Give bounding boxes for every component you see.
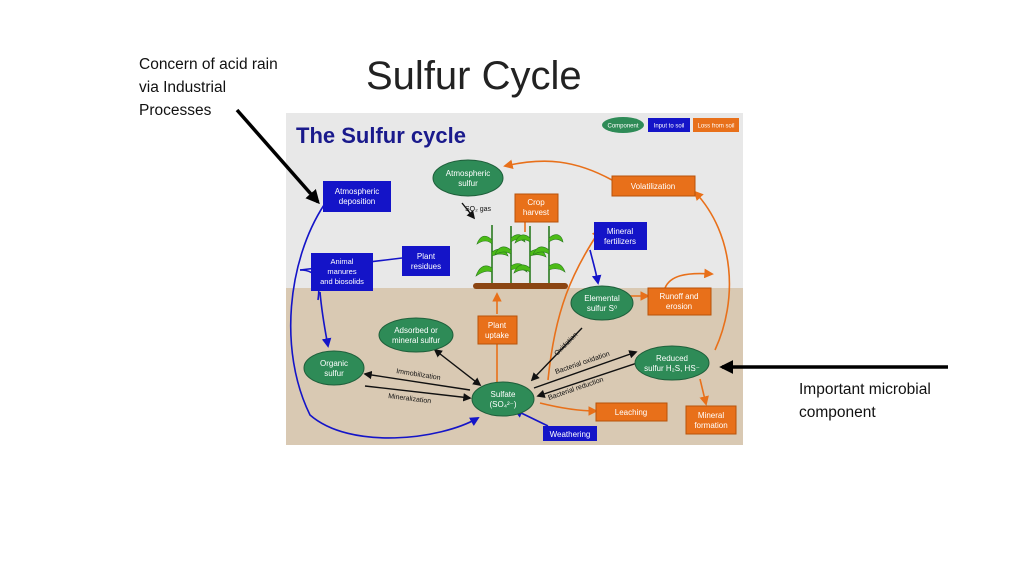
legend-component-swatch xyxy=(602,117,644,133)
immobilization-arrow xyxy=(363,370,471,391)
inputs: Atmospheric deposition Plant residues An… xyxy=(311,181,647,441)
node-label: sulfur xyxy=(324,369,344,378)
node-label: sulfur xyxy=(458,179,478,188)
adsorbed-sulfur-node: Adsorbed or mineral sulfur xyxy=(378,317,454,353)
elemental-sulfur-node: Elemental sulfur S⁰ xyxy=(570,285,634,321)
node-label: (SO₄²⁻) xyxy=(489,400,516,409)
box-label: and biosolids xyxy=(320,277,364,286)
deposition-to-sulfate-arrow xyxy=(289,204,480,439)
leaf xyxy=(548,263,566,273)
sulfate-node: Sulfate (SO₄²⁻) xyxy=(471,381,535,417)
node-label: Elemental xyxy=(584,294,620,303)
leaching-box: Leaching xyxy=(595,402,668,422)
box-label: fertilizers xyxy=(604,237,636,246)
legend-loss-label: Loss from soil xyxy=(697,124,734,130)
node-label: Adsorbed or xyxy=(394,326,438,335)
node-label: mineral sulfur xyxy=(392,336,440,345)
manures-to-organic-arrow xyxy=(319,291,332,348)
animal-manures-box: Animal manures and biosolids xyxy=(311,253,373,291)
microbial-note-line: component xyxy=(799,404,876,421)
so2-gas-label: SO₂ gas xyxy=(465,206,492,213)
sulfate-to-fertilizer-arrow xyxy=(547,228,602,381)
plant-uptake-box: Plant uptake xyxy=(477,315,518,345)
box-label: Plant xyxy=(417,252,436,261)
node-label: Atmospheric xyxy=(446,169,490,178)
acid-rain-note-line: Processes xyxy=(139,102,212,119)
atmospheric-sulfur-node: Atmospheric sulfur xyxy=(432,159,504,197)
losses: Volatilization Crop harvest Runoff and e… xyxy=(477,175,737,435)
box-label: uptake xyxy=(485,331,510,340)
components: Atmospheric sulfur Elemental sulfur S⁰ A… xyxy=(303,159,710,417)
box-label: Crop xyxy=(527,198,545,207)
box-label: manures xyxy=(327,267,356,276)
node-label: sulfur H₂S, HS⁻ xyxy=(644,364,700,373)
runoff-erosion-box: Runoff and erosion xyxy=(647,287,712,316)
node-label: sulfur S⁰ xyxy=(587,304,617,313)
box-label: formation xyxy=(694,421,727,430)
acid-rain-note-line: via Industrial xyxy=(139,79,227,96)
box-label: Runoff and xyxy=(660,292,699,301)
runoff-arrow xyxy=(664,268,714,289)
legend: Component Input to soil Loss from soil xyxy=(602,117,739,133)
box-label: harvest xyxy=(523,208,550,217)
crop-harvest-box: Crop harvest xyxy=(514,193,559,223)
box-label: Volatilization xyxy=(631,182,675,191)
sulfate-to-leaching-arrow xyxy=(539,402,598,416)
volatilization-box: Volatilization xyxy=(611,175,696,197)
atmospheric-deposition-box: Atmospheric deposition xyxy=(323,181,391,212)
microbial-note: Important microbial component xyxy=(799,378,931,424)
legend-loss-swatch xyxy=(693,118,739,132)
reduced-to-volatilization-arrow xyxy=(693,190,731,351)
bacterial-oxidation-arrow xyxy=(533,350,638,389)
box-label: erosion xyxy=(666,302,692,311)
mineralization-arrow xyxy=(364,385,472,402)
box-label: Atmospheric xyxy=(335,187,379,196)
loss-arrows xyxy=(492,159,731,416)
microbial-note-line: Important microbial xyxy=(799,381,931,398)
box-label: residues xyxy=(411,262,441,271)
legend-component-label: Component xyxy=(607,124,638,130)
crop-plants xyxy=(473,225,568,289)
acid-rain-note-line: Concern of acid rain xyxy=(139,56,278,73)
mineral-fertilizers-box: Mineral fertilizers xyxy=(594,222,647,250)
node-label: Sulfate xyxy=(491,390,516,399)
legend-input-swatch xyxy=(648,118,690,132)
node-label: Reduced xyxy=(656,354,688,363)
leaf xyxy=(548,234,564,243)
organic-sulfur-node: Organic sulfur xyxy=(303,350,365,386)
leaf xyxy=(514,234,531,244)
soil-line xyxy=(473,283,568,289)
box-label: Animal xyxy=(331,257,354,266)
weathering-box: Weathering xyxy=(543,426,597,441)
acid-rain-pointer-arrow xyxy=(235,108,320,205)
so2-gas-arrow xyxy=(461,202,476,220)
slide-title: Sulfur Cycle xyxy=(366,54,582,98)
plant-residues-box: Plant residues xyxy=(402,246,450,276)
box-label: Leaching xyxy=(615,408,647,417)
leaf xyxy=(476,235,493,245)
box-label: Weathering xyxy=(550,430,591,439)
leaf xyxy=(475,265,493,277)
leaf xyxy=(513,264,531,274)
acid-rain-note: Concern of acid rain via Industrial Proc… xyxy=(139,53,278,122)
reduced-to-mineral-formation-arrow xyxy=(699,378,709,406)
fertilizers-to-elemental-arrow xyxy=(589,249,602,285)
adsorption-arrow xyxy=(433,348,482,387)
bacterial-reduction-arrow xyxy=(536,361,641,398)
legend-input-label: Input to soil xyxy=(654,124,685,130)
process-arrows xyxy=(363,202,641,402)
oxidation-arrow xyxy=(530,327,583,382)
diagram-title: The Sulfur cycle xyxy=(296,123,466,148)
volatilization-to-atmosphere-arrow xyxy=(503,159,613,181)
leaf xyxy=(532,246,550,256)
mineral-formation-box: Mineral formation xyxy=(685,405,737,435)
box-label: Plant xyxy=(488,321,507,330)
leaf xyxy=(494,246,512,256)
box-label: Mineral xyxy=(607,227,633,236)
reduced-sulfur-node: Reduced sulfur H₂S, HS⁻ xyxy=(634,345,710,381)
box-label: Mineral xyxy=(698,411,724,420)
box-label: deposition xyxy=(339,197,375,206)
node-label: Organic xyxy=(320,359,348,368)
